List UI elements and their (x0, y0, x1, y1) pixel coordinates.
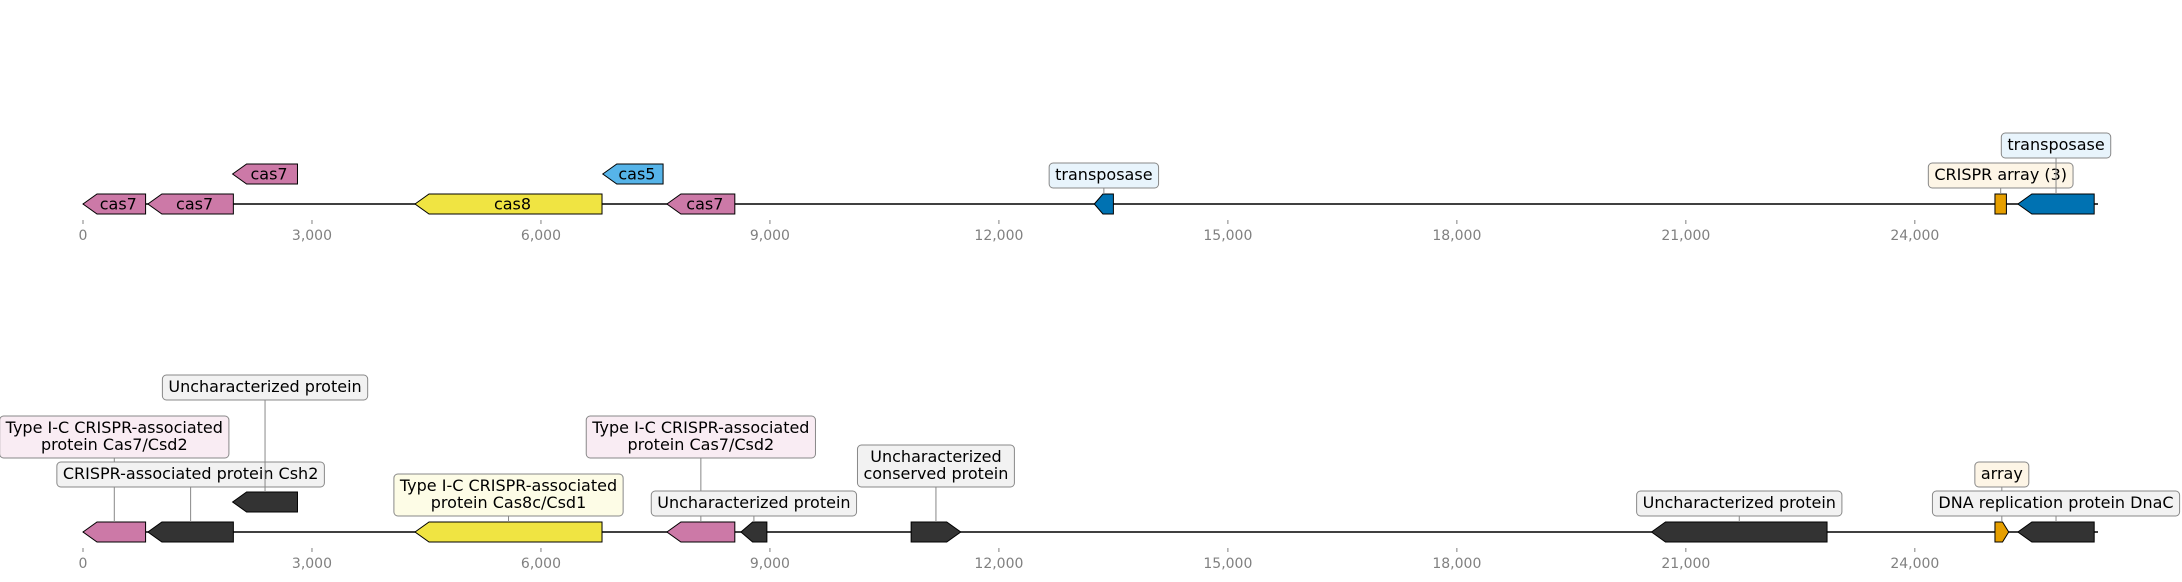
annotation-box (585, 415, 816, 459)
annotation-box (56, 461, 325, 488)
tick-label: 9,000 (750, 228, 790, 244)
annotation-label: transposase (2007, 135, 2104, 154)
tick-label: 18,000 (1432, 556, 1481, 572)
gene-feature: DNA replication protein DnaC (1931, 490, 2181, 543)
gene-feature: CRISPR array (3) (1927, 162, 2074, 215)
annotation-box (1048, 162, 1160, 189)
tick-label: 21,000 (1661, 556, 1710, 572)
tick-label: 3,000 (292, 556, 332, 572)
gene-arrow (666, 521, 736, 543)
gene-label: cas7 (100, 195, 137, 214)
tick-label: 18,000 (1432, 228, 1481, 244)
annotation-box (1636, 490, 1843, 517)
tick-label: 21,000 (1661, 228, 1710, 244)
gene-feature: Uncharacterized protein (650, 490, 858, 543)
gene-arrow (2016, 193, 2095, 215)
gene-label: cas7 (176, 195, 213, 214)
gene-feature: CRISPR-associated protein Csh2 (56, 461, 325, 543)
annotation-box (1927, 162, 2074, 189)
annotation-label: Uncharacterized protein (657, 493, 850, 512)
gene-label: cas7 (686, 195, 723, 214)
gene-feature: cas8 (414, 193, 603, 215)
gene-feature: Uncharacterized protein (161, 374, 369, 513)
annotation-label: array (1981, 464, 2023, 483)
tick-label: 6,000 (521, 228, 561, 244)
tick-label: 9,000 (750, 556, 790, 572)
annotation-box (856, 444, 1015, 488)
gene-label: cas7 (250, 165, 287, 184)
gene-arrow (1650, 521, 1828, 543)
gene-feature: cas7 (147, 193, 234, 215)
gene-label: cas5 (618, 165, 655, 184)
gene-arrow (1994, 193, 2007, 215)
gene-feature: Uncharacterized protein (1636, 490, 1843, 543)
annotation-label: CRISPR-associated protein Csh2 (63, 464, 319, 483)
annotation-box (0, 415, 230, 459)
gene-arrow (666, 193, 736, 215)
annotation-label: transposase (1055, 165, 1152, 184)
gene-arrow (1093, 193, 1114, 215)
gene-feature: cas7 (231, 163, 298, 185)
gene-arrow (82, 521, 147, 543)
gene-feature: cas7 (666, 193, 736, 215)
gene-feature: array (1974, 461, 2030, 543)
gene-arrow (231, 163, 298, 185)
tick-label: 24,000 (1890, 556, 1939, 572)
gene-feature: transposase (2000, 132, 2112, 215)
tick-label: 0 (79, 228, 88, 244)
annotation-box (2000, 132, 2112, 159)
gene-arrow (2016, 521, 2095, 543)
gene-feature: transposase (1048, 162, 1160, 215)
tick-label: 24,000 (1890, 228, 1939, 244)
gene-arrow (740, 521, 768, 543)
gene-label: cas8 (494, 195, 531, 214)
gene-arrow (147, 521, 234, 543)
gene-arrow (231, 491, 298, 513)
gene-feature: cas5 (601, 163, 664, 185)
tick-label: 3,000 (292, 228, 332, 244)
annotation-label: CRISPR array (3) (1934, 165, 2067, 184)
annotation-label: Uncharacterized protein (1643, 493, 1836, 512)
gene-arrow (414, 521, 603, 543)
tick-label: 6,000 (521, 556, 561, 572)
tick-label: 15,000 (1203, 556, 1252, 572)
gene-arrow (147, 193, 234, 215)
annotation-box (1974, 461, 2030, 488)
tick-label: 15,000 (1203, 228, 1252, 244)
annotation-box (650, 490, 858, 517)
annotation-label: Uncharacterized protein (168, 377, 361, 396)
gene-arrow (82, 193, 147, 215)
tick-label: 12,000 (974, 556, 1023, 572)
annotation-box (393, 473, 624, 517)
tick-label: 12,000 (974, 228, 1023, 244)
annotation-box (1931, 490, 2181, 517)
annotation-label: DNA replication protein DnaC (1938, 493, 2173, 512)
gene-arrow (601, 163, 664, 185)
bottom-track: 0 3,000 6,000 9,000 12,000 15,000 18,000 21,000… (0, 374, 2181, 572)
annotation-box (161, 374, 369, 401)
top-track: 0 3,000 6,000 9,000 12,000 15,000 18,000 21,000… (79, 132, 2112, 244)
gene-arrow (1994, 521, 2010, 543)
gene-arrow (910, 521, 962, 543)
gene-arrow (414, 193, 603, 215)
tick-label: 0 (79, 556, 88, 572)
gene-feature: cas7 (82, 193, 147, 215)
